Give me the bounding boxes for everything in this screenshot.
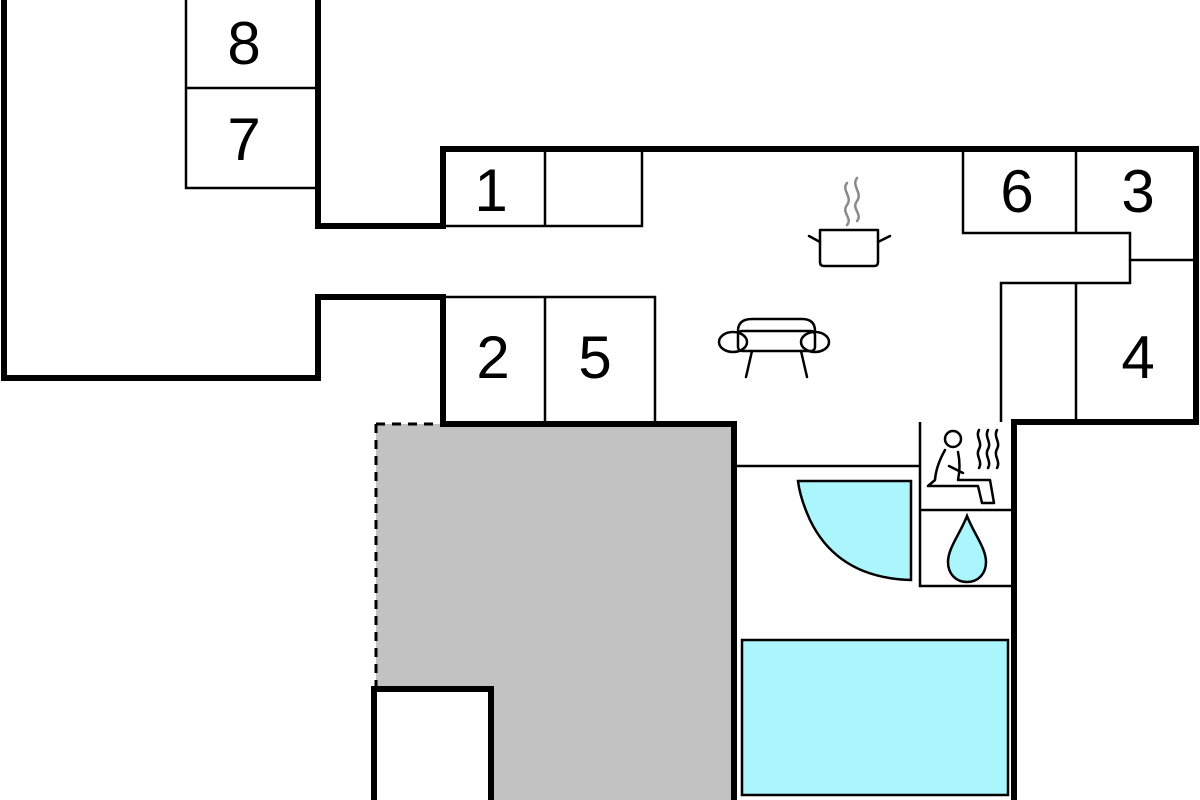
interior-walls [184,0,1196,588]
room-5-label: 5 [578,324,611,391]
sauna-icon [926,428,1000,505]
terrace [374,422,734,800]
water-drop-icon [946,512,988,584]
room-4-label: 4 [1121,324,1154,391]
cooking-pot-icon [807,176,892,268]
room-8-label: 8 [227,10,260,77]
room-6-label: 6 [1000,158,1033,225]
sofa-icon [717,317,831,379]
room-1-label: 1 [474,157,507,224]
room-3-label: 3 [1121,158,1154,225]
room-7-label: 7 [227,106,260,173]
room-labels: 8 7 1 2 5 6 3 4 [227,10,1154,391]
swimming-pool [740,638,1010,797]
hot-tub [796,479,913,582]
room-2-label: 2 [476,324,509,391]
